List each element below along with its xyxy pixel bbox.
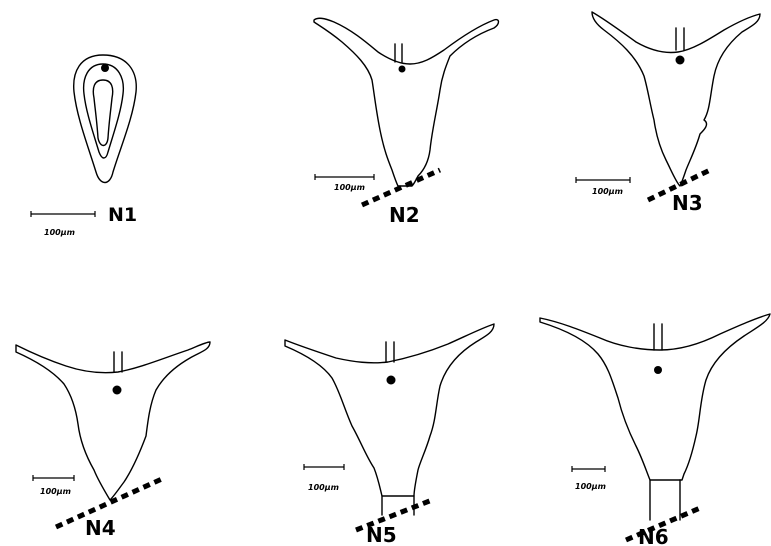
stage-n4-body-outline xyxy=(16,342,210,500)
stage-n4-label: N4 xyxy=(85,516,116,540)
stage-n4-scale-label: 100µm xyxy=(40,487,71,496)
stage-n5-body-outline xyxy=(285,324,494,496)
stage-n1-eye xyxy=(101,64,109,72)
stage-n5-eye xyxy=(387,376,396,385)
stage-n1-scale-label: 100µm xyxy=(44,228,75,237)
stage-n1-label: N1 xyxy=(108,204,137,226)
stage-n4-eye xyxy=(113,386,122,395)
stage-n6-label: N6 xyxy=(638,525,669,546)
stage-n6: 100µm N6 xyxy=(540,314,770,546)
stage-n1: 100µm N1 xyxy=(31,55,137,237)
stage-n3-label: N3 xyxy=(672,191,703,215)
stage-n5-scale-label: 100µm xyxy=(308,483,339,492)
stage-n5-label: N5 xyxy=(366,523,397,546)
stage-n3-eye xyxy=(676,56,685,65)
stage-n2-body-outline xyxy=(314,18,499,186)
stage-n1-inner-outline xyxy=(84,64,124,158)
stage-n1-gut-outline xyxy=(93,80,112,146)
stage-n4: 100µm N4 xyxy=(16,342,210,540)
stage-n2: 100µm N2 xyxy=(314,18,499,227)
stage-n3-scale-label: 100µm xyxy=(592,187,623,196)
stage-n2-scale-label: 100µm xyxy=(334,183,365,192)
stage-n6-scale-label: 100µm xyxy=(575,482,606,491)
stage-n6-eye xyxy=(654,366,662,374)
stage-n2-label: N2 xyxy=(389,203,420,227)
stage-n3: 100µm N3 xyxy=(576,12,760,215)
stage-n1-outer-outline xyxy=(74,55,137,183)
stage-n5: 100µm N5 xyxy=(285,324,494,546)
stage-n6-body-outline xyxy=(540,314,770,480)
stage-n2-eye xyxy=(399,66,406,73)
